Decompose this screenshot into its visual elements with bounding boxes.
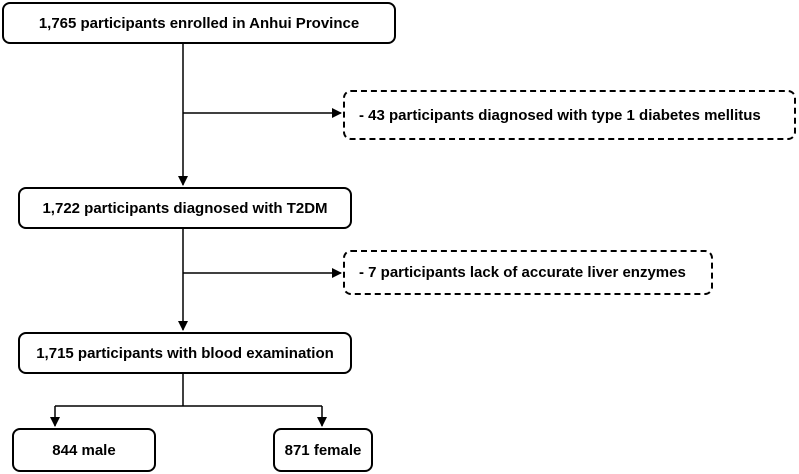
blood-exam-box: 1,715 participants with blood examinatio… bbox=[18, 332, 352, 374]
enrolled-box: 1,765 participants enrolled in Anhui Pro… bbox=[2, 2, 396, 44]
enrolled-label: 1,765 participants enrolled in Anhui Pro… bbox=[38, 14, 360, 32]
male-box: 844 male bbox=[12, 428, 156, 472]
exclusion-liver-label: - 7 participants lack of accurate liver … bbox=[359, 264, 686, 281]
t2dm-box: 1,722 participants diagnosed with T2DM bbox=[18, 187, 352, 229]
female-label: 871 female bbox=[284, 441, 362, 459]
exclusion-box-liver: - 7 participants lack of accurate liver … bbox=[343, 250, 713, 295]
t2dm-label: 1,722 participants diagnosed with T2DM bbox=[42, 199, 328, 217]
female-box: 871 female bbox=[273, 428, 373, 472]
blood-exam-label: 1,715 participants with blood examinatio… bbox=[36, 344, 334, 362]
exclusion-box-type1: - 43 participants diagnosed with type 1 … bbox=[343, 90, 796, 140]
exclusion-type1-label: - 43 participants diagnosed with type 1 … bbox=[359, 106, 761, 124]
male-label: 844 male bbox=[52, 441, 116, 459]
